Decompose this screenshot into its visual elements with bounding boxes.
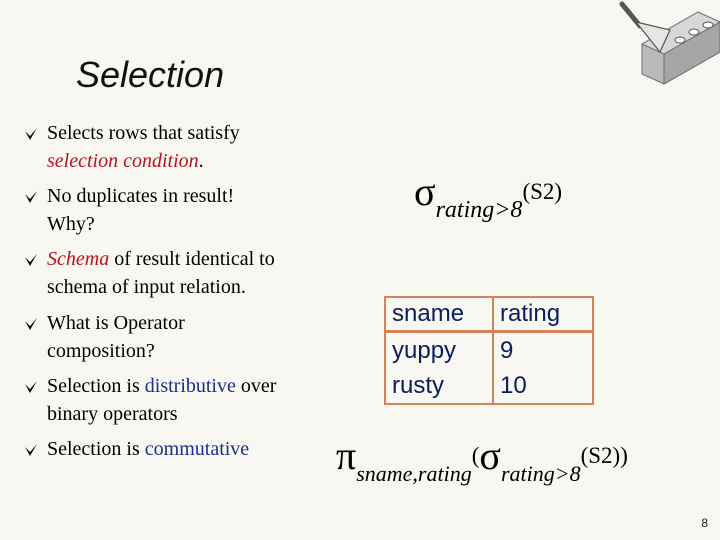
emphasis-text: Schema [47, 248, 110, 270]
table-header-row: sname rating [384, 296, 594, 333]
bullet-check-icon [25, 444, 37, 456]
bullet-4-line-1: What is Operator [47, 312, 185, 334]
projection-subscript: sname,rating [356, 461, 472, 486]
relation-argument: (S2)) [580, 443, 628, 468]
table-cell: yuppy [384, 331, 494, 368]
bullet-1-line-2: selection condition. [47, 150, 204, 172]
emphasis-text: commutative [144, 438, 250, 460]
bullet-5-line-1: Selection is distributive over [47, 375, 277, 397]
slide-title: Selection [76, 54, 225, 95]
trowel-and-brick-icon [619, 1, 720, 85]
sigma-symbol: σ [414, 169, 436, 214]
bullet-1-line-1: Selects rows that satisfy [47, 122, 240, 144]
table-cell: 10 [492, 368, 594, 404]
open-paren: ( [471, 443, 480, 468]
bullet-2-line-2: Why? [47, 213, 95, 235]
selection-subscript: rating>8 [435, 197, 523, 223]
bullet-check-icon [25, 128, 37, 140]
column-header: rating [492, 296, 594, 333]
selection-formula: σrating>8(S2) [414, 168, 563, 223]
result-table: sname rating yuppy 9 rusty 10 [384, 296, 594, 405]
pi-symbol: π [336, 433, 357, 478]
projection-formula: πsname,rating(σrating>8(S2)) [336, 432, 628, 486]
column-header: sname [384, 296, 494, 333]
bullet-check-icon [25, 318, 37, 330]
table-cell: rusty [384, 368, 494, 404]
emphasis-text: selection condition [47, 150, 199, 172]
table-cell: 9 [492, 331, 594, 368]
bullet-check-icon [25, 254, 37, 266]
bullet-3-line-1: Schema of result identical to [47, 248, 275, 270]
selection-subscript: rating>8 [500, 461, 581, 486]
bullet-2-line-1: No duplicates in result! [47, 185, 235, 207]
sigma-symbol: σ [479, 433, 501, 478]
page-number: 8 [701, 516, 708, 530]
emphasis-text: distributive [144, 375, 236, 397]
bullet-3-line-2: schema of input relation. [47, 276, 246, 298]
table-row: rusty 10 [384, 368, 594, 404]
table-row: yuppy 9 [384, 331, 594, 368]
bullet-4-line-2: composition? [47, 340, 155, 362]
bullet-5-line-2: binary operators [47, 403, 178, 425]
relation-argument: (S2) [522, 179, 563, 204]
bullet-check-icon [25, 191, 37, 203]
bullet-6-line-1: Selection is commutative [47, 438, 250, 460]
bullet-check-icon [25, 381, 37, 393]
